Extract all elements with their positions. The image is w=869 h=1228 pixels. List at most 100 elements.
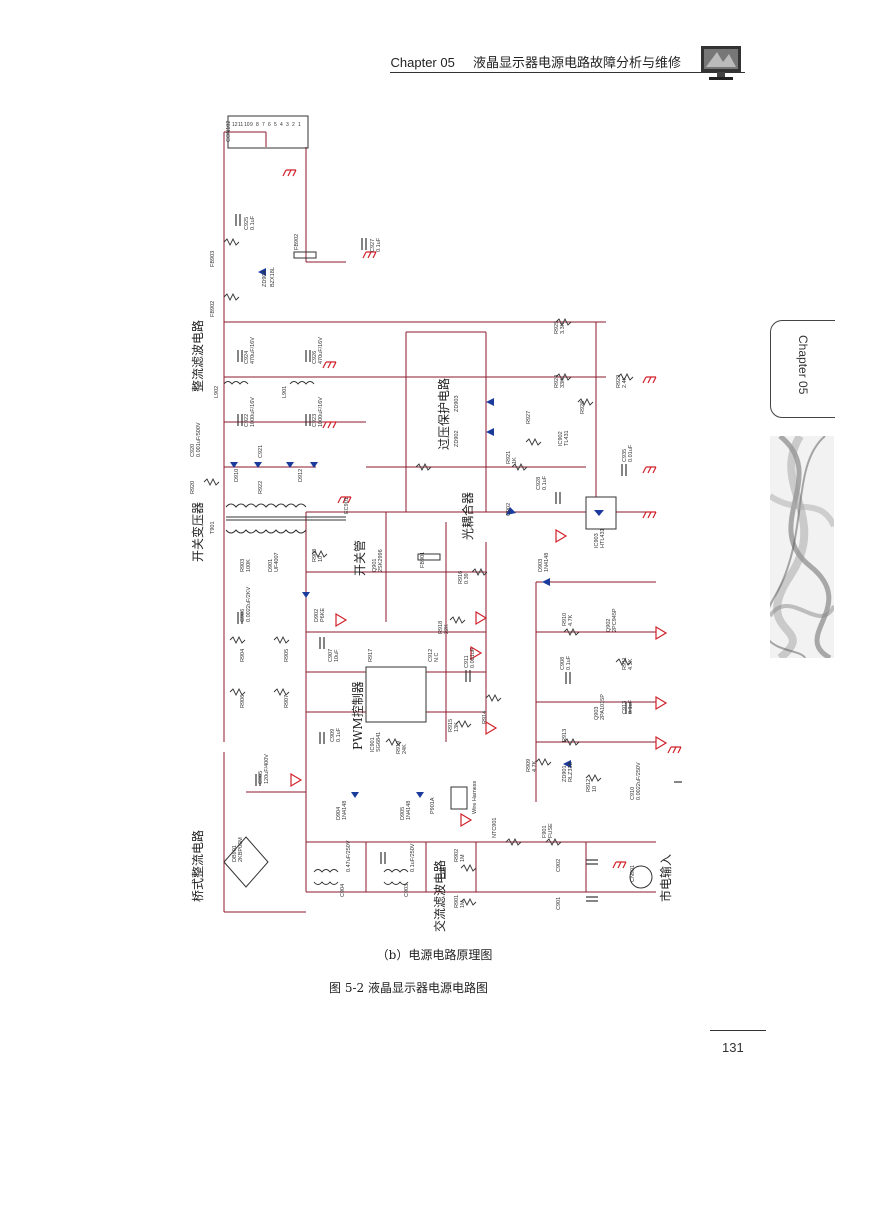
label-r911: R911 — [622, 657, 628, 670]
label-zd904: ZD904 — [262, 270, 268, 287]
label-c902b: C902 — [506, 503, 512, 516]
label-c903: C903 — [404, 884, 410, 897]
header-rule — [390, 72, 745, 73]
label-r924: R924 — [554, 375, 560, 388]
page-number-rule — [710, 1030, 766, 1031]
value-r909: 4.7K — [532, 760, 538, 772]
label-c909: C909 — [330, 729, 336, 742]
value-c904: 0.47uF/250V — [346, 840, 352, 872]
label-q902: Q902 — [606, 619, 612, 632]
value-ic903: HTL431 — [600, 528, 606, 548]
label-c928: C928 — [536, 477, 542, 490]
label-f901: F901 — [542, 825, 548, 838]
label-ic903: IC903 — [594, 533, 600, 548]
label-c901: C901 — [556, 897, 562, 910]
label-c902: C902 — [556, 859, 562, 872]
mains-plug-symbol — [629, 865, 653, 889]
header-chapter-title: 液晶显示器电源电路故障分析与维修 — [472, 56, 681, 71]
svg-text:5: 5 — [274, 122, 277, 128]
label-r920: R920 — [190, 481, 196, 494]
value-r902: 1M — [460, 854, 466, 862]
svg-text:9: 9 — [250, 122, 253, 128]
header-title: Chapter 05 液晶显示器电源电路故障分析与维修 — [391, 52, 681, 71]
value-q903: 2PA1015P — [600, 694, 606, 720]
block-label-optocoupler: 光耦合器 — [460, 492, 475, 540]
value-r916: 0.39 — [464, 573, 470, 584]
label-d903: D903 — [538, 559, 544, 572]
value-c928: 0.1uF — [542, 475, 548, 490]
value-r929: 2.4K — [622, 376, 628, 388]
label-ntc901: NTC901 — [492, 818, 498, 838]
svg-text:1: 1 — [298, 122, 301, 128]
value-r908: 10 — [318, 556, 324, 562]
label-c910: C910 — [630, 787, 636, 800]
inductor-symbols — [223, 251, 441, 885]
label-r909: R909 — [526, 759, 532, 772]
value-c910: 0.0022uF/250V — [636, 762, 642, 800]
value-c920: 0.001uF/500V — [196, 422, 202, 457]
label-c904: C904 — [340, 884, 346, 897]
label-c920: C920 — [190, 444, 196, 457]
svg-text:7: 7 — [262, 122, 265, 128]
label-t901: T901 — [210, 521, 216, 534]
label-zd901: ZD901 — [562, 765, 568, 782]
value-c926: 470uF/16V — [318, 337, 324, 364]
value-r915: 13K — [454, 722, 460, 732]
value-q902: 2PC945P — [612, 608, 618, 632]
label-r927: R927 — [526, 411, 532, 424]
label-c907: C907 — [328, 649, 334, 662]
value-ic901: SG6841 — [376, 732, 382, 752]
label-fb903: FB903 — [210, 251, 216, 267]
value-c925: 0.1uF — [250, 215, 256, 230]
bridge-rectifier-symbol — [223, 836, 269, 888]
label-r919: R919 — [396, 741, 402, 754]
value-db901: 2KBP06M — [238, 837, 244, 862]
svg-text:2: 2 — [292, 122, 295, 128]
value-r912: 10 — [592, 786, 598, 792]
label-q901: Q901 — [372, 559, 378, 572]
value-d903: 1N4148 — [544, 553, 550, 572]
label-ic901: IC901 — [370, 737, 376, 752]
label-fb901: FB901 — [420, 552, 426, 568]
figure-caption: 图 5-2 液晶显示器电源电路图 — [329, 981, 488, 995]
value-c924: 470uF/16V — [250, 337, 256, 364]
value-c911: 0.001uF — [470, 647, 476, 668]
value-r901: 1M — [460, 900, 466, 908]
label-fb902b: FB902 — [294, 234, 300, 250]
value-r919: 24K — [402, 744, 408, 754]
block-label-switch-transformer: 开关变压器 — [190, 502, 205, 562]
label-r915: R915 — [448, 719, 454, 732]
label-d905: D905 — [400, 807, 406, 820]
label-c908: C908 — [560, 657, 566, 670]
value-r903: 100K — [246, 559, 252, 572]
label-l902: L902 — [214, 386, 220, 398]
block-label-ac-filter: 交流滤波电路 — [432, 860, 447, 932]
header-chapter: Chapter 05 — [390, 55, 455, 70]
label-c905: C905 — [258, 771, 264, 784]
value-p901a: Wire Harness — [472, 780, 478, 814]
label-d902: D902 — [314, 609, 320, 622]
resistor-symbols — [203, 237, 634, 907]
label-c924: C924 — [244, 351, 250, 364]
value-c927: 0.1uF — [376, 237, 382, 252]
label-r918: R918 — [438, 621, 444, 634]
label-d904: D904 — [336, 807, 342, 820]
label-con102: CON102 — [226, 121, 232, 142]
value-q901: 2SK2996 — [378, 549, 384, 572]
value-c903: 0.1uF/250V — [410, 843, 416, 872]
label-r912: R912 — [586, 779, 592, 792]
block-label-rectifier-filter: 整流滤波电路 — [190, 320, 205, 392]
label-r902: R902 — [454, 849, 460, 862]
value-d904: 1N4148 — [342, 801, 348, 820]
block-label-bridge-rectifier: 桥式整流电路 — [190, 830, 205, 902]
label-cn901: CN901 — [630, 865, 636, 882]
svg-text:11: 11 — [238, 122, 243, 128]
value-d902: P6KE — [320, 608, 326, 622]
label-d910: D910 — [234, 469, 240, 482]
value-r924: 33K — [560, 378, 566, 388]
svg-text:12: 12 — [232, 122, 238, 128]
capacitor-symbols — [235, 214, 686, 902]
page-number: 131 — [722, 1040, 744, 1055]
chapter-side-tab: Chapter 05 — [770, 320, 835, 418]
